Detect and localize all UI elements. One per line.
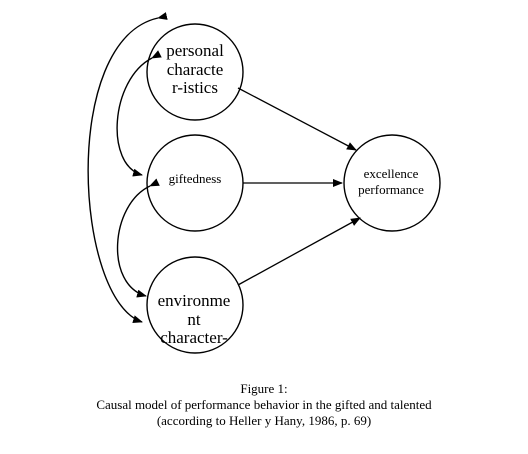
- arrow-environment-to-excellence: [237, 217, 361, 286]
- node-environment-clip: environme nt character-: [140, 280, 250, 353]
- node-personal-line-3: r-istics: [172, 78, 218, 98]
- curve-personal-giftedness: [116, 50, 162, 177]
- curve-giftedness-environment: [116, 178, 160, 298]
- node-environment-line-3: character-: [160, 328, 228, 348]
- node-environment-label: environme nt character-: [146, 291, 242, 348]
- causal-model-diagram: [87, 12, 441, 354]
- node-giftedness-label: giftedness: [168, 171, 222, 186]
- figure-caption: Figure 1: Causal model of performance be…: [0, 381, 528, 429]
- caption-figure-label: Figure 1:: [240, 381, 288, 396]
- node-environment-line-1: environme: [157, 291, 231, 310]
- caption-source: (according to Heller y Hany, 1986, p. 69…: [156, 413, 372, 428]
- caption-title: Causal model of performance behavior in …: [96, 397, 432, 412]
- node-excellence-line-2: performance: [358, 182, 424, 198]
- curve-personal-environment: [87, 12, 168, 323]
- arrow-personal-to-excellence: [237, 87, 357, 151]
- node-excellence-circle: [343, 134, 441, 232]
- node-excellence-line-1: excellence: [363, 166, 419, 181]
- node-personal-line-2: characte: [166, 59, 224, 79]
- node-personal-line-1: personal: [166, 41, 224, 60]
- node-environment-line-2: nt: [187, 309, 201, 329]
- node-personal-label: personal characte r-istics: [150, 41, 240, 98]
- node-excellence-label: excellence performance: [346, 166, 436, 199]
